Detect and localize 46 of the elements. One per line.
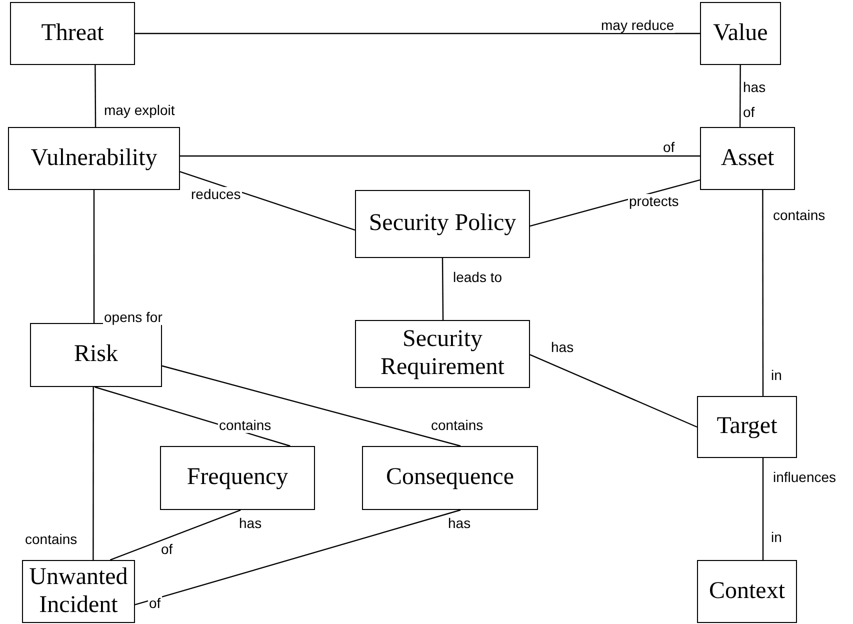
edge-label: contains <box>218 418 272 434</box>
edge-label: has <box>238 516 263 532</box>
entity-box: Target <box>697 396 797 458</box>
association-line <box>180 171 356 231</box>
edge-label: opens for <box>103 310 164 326</box>
entity-box: Consequence <box>362 446 538 510</box>
role-label: of <box>742 105 756 120</box>
edge-label: may exploit <box>103 103 176 118</box>
entity-box: Threat <box>10 2 135 65</box>
entity-box: Value <box>700 2 781 65</box>
association-line <box>762 458 764 560</box>
association-line <box>530 179 700 227</box>
entity-box: Frequency <box>160 446 315 510</box>
edge-label: contains <box>24 532 78 548</box>
association-line <box>442 258 444 320</box>
role-label: of <box>148 596 162 612</box>
edge-label: has <box>550 340 575 356</box>
association-line <box>134 509 461 606</box>
edge-label: may reduce <box>600 18 676 34</box>
edge-label: of <box>662 140 676 156</box>
association-line <box>739 65 741 127</box>
association-line <box>180 155 700 157</box>
association-line <box>93 190 95 323</box>
association-line <box>162 365 461 447</box>
entity-box: Vulnerability <box>8 127 180 190</box>
association-line <box>530 354 698 428</box>
entity-box: Security Policy <box>355 190 530 258</box>
entity-box: Security Requirement <box>355 320 530 388</box>
association-line <box>762 190 764 396</box>
entity-box: Asset <box>700 127 795 190</box>
edge-label: contains <box>430 418 484 434</box>
association-line <box>94 65 96 127</box>
edge-label: has <box>742 80 767 96</box>
entity-box: Risk <box>30 323 162 387</box>
association-line <box>110 509 241 561</box>
edge-label: leads to <box>452 270 504 286</box>
entity-box: Unwanted Incident <box>22 560 135 623</box>
entity-box: Context <box>697 560 797 623</box>
edge-label: protects <box>628 194 680 210</box>
association-line <box>135 32 700 34</box>
edge-label: has <box>447 516 472 532</box>
edge-label: contains <box>772 208 826 224</box>
association-line <box>92 387 94 560</box>
role-label: of <box>160 542 174 558</box>
edge-label: reduces <box>190 187 242 202</box>
edge-label: influences <box>772 470 838 486</box>
